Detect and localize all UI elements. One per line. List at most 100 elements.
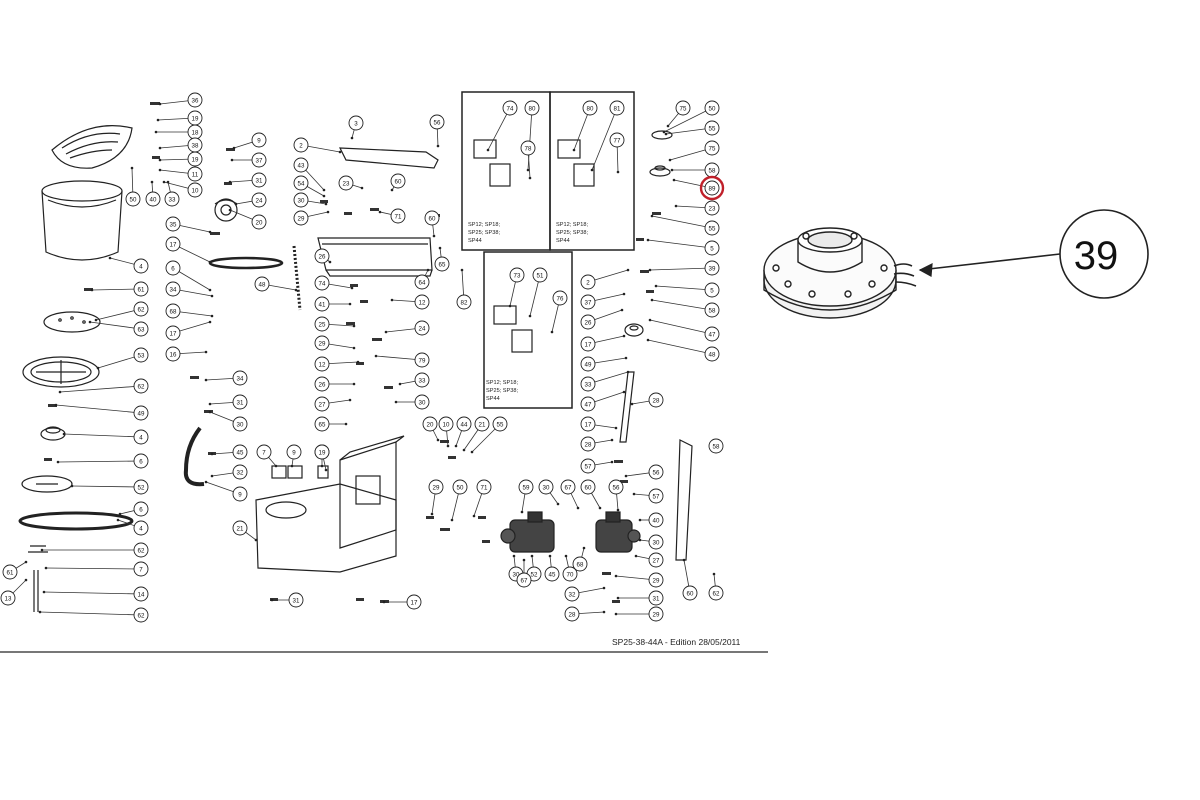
callout-circle bbox=[492, 416, 508, 432]
callout-circle bbox=[314, 296, 330, 312]
svg-text:SP44: SP44 bbox=[556, 238, 570, 244]
callout-leader-dot bbox=[470, 450, 474, 454]
callout-leader-dot bbox=[712, 572, 716, 576]
callout-circle bbox=[256, 444, 272, 460]
callout-leader-line bbox=[39, 611, 142, 616]
callout-circle bbox=[314, 316, 330, 332]
callout-leader-dot bbox=[674, 204, 678, 208]
callout-leader-dot bbox=[62, 432, 66, 436]
callout-leader-dot bbox=[234, 202, 238, 206]
callout-circle bbox=[390, 208, 406, 224]
motor-part-1 bbox=[500, 511, 555, 553]
callout-leader-dot bbox=[616, 170, 620, 174]
callout-circle bbox=[406, 594, 422, 610]
callout-leader-dot bbox=[430, 512, 434, 516]
callout-circle bbox=[456, 294, 472, 310]
callout-number: 52 bbox=[138, 484, 145, 491]
callout-circle bbox=[293, 157, 309, 173]
callout-leader-dot bbox=[294, 288, 298, 292]
callout-circle bbox=[560, 479, 576, 495]
callout-number: 3 bbox=[354, 120, 358, 127]
callout-circle bbox=[133, 321, 149, 337]
callout-number: 9 bbox=[257, 137, 261, 144]
callout-leader-line bbox=[71, 485, 142, 488]
callout-circle bbox=[293, 192, 309, 208]
callout-circle bbox=[708, 585, 724, 601]
bowl-guard-part bbox=[51, 125, 133, 169]
callout-leader-dot bbox=[654, 284, 658, 288]
callout-number: 17 bbox=[411, 599, 418, 606]
callout-circle bbox=[580, 458, 596, 474]
callout-leader-dot bbox=[590, 168, 594, 172]
callout-circle bbox=[552, 290, 568, 306]
callout-number: 47 bbox=[585, 401, 592, 408]
svg-text:SP44: SP44 bbox=[486, 396, 500, 402]
callout-leader-dot bbox=[614, 612, 618, 616]
callout-circle bbox=[187, 92, 203, 108]
callout-circle bbox=[414, 274, 430, 290]
callout-number: 81 bbox=[614, 105, 621, 112]
callout-circle bbox=[438, 416, 454, 432]
callout-circle bbox=[165, 303, 181, 319]
svg-text:SP44: SP44 bbox=[468, 238, 482, 244]
callout-leader-dot bbox=[548, 554, 552, 558]
callout-leader-dot bbox=[130, 166, 134, 170]
callout-circle bbox=[580, 436, 596, 452]
callout-leader-dot bbox=[638, 538, 642, 542]
callout-leader-dot bbox=[56, 460, 60, 464]
head-cover-part bbox=[317, 237, 433, 277]
callout-number: 37 bbox=[585, 299, 592, 306]
callout-number: 43 bbox=[298, 162, 305, 169]
callout-number: 82 bbox=[461, 299, 468, 306]
callout-number: 29 bbox=[319, 340, 326, 347]
callout-leader-dot bbox=[374, 354, 378, 358]
callout-circle bbox=[133, 607, 149, 623]
callout-leader-dot bbox=[432, 234, 436, 238]
callout-number: 68 bbox=[577, 561, 584, 568]
callout-leader-dot bbox=[556, 502, 560, 506]
callout-circle bbox=[648, 488, 664, 504]
callout-circle bbox=[648, 534, 664, 550]
column-part bbox=[619, 371, 635, 443]
callout-leader-dot bbox=[382, 600, 386, 604]
callout-number: 55 bbox=[497, 421, 504, 428]
callout-circle bbox=[286, 444, 302, 460]
callout-leader-dot bbox=[460, 268, 464, 272]
callout-number: 53 bbox=[138, 352, 145, 359]
callout-number: 2 bbox=[586, 279, 590, 286]
callout-leader-dot bbox=[582, 546, 586, 550]
callout-circle bbox=[165, 346, 181, 362]
callout-leader-dot bbox=[614, 426, 618, 430]
callout-leader-dot bbox=[162, 180, 166, 184]
callout-leader-dot bbox=[54, 403, 58, 407]
callout-leader-dot bbox=[528, 176, 532, 180]
callout-leader-dot bbox=[384, 330, 388, 334]
callout-circle bbox=[187, 166, 203, 182]
callout-circle bbox=[648, 392, 664, 408]
diagram-caption: SP25-38-44A - Edition 28/05/2011 bbox=[612, 637, 741, 647]
callout-leader-dot bbox=[96, 366, 100, 370]
callout-leader-dot bbox=[626, 370, 630, 374]
callout-circle bbox=[133, 301, 149, 317]
callout-circle bbox=[502, 100, 518, 116]
callout-leader-dot bbox=[620, 308, 624, 312]
callout-circle bbox=[232, 464, 248, 480]
callout-number: 78 bbox=[525, 145, 532, 152]
callout-leader-dot bbox=[158, 102, 162, 106]
callout-leader-dot bbox=[40, 548, 44, 552]
callout-number: 62 bbox=[138, 612, 145, 619]
callout-number: 40 bbox=[150, 196, 157, 203]
callout-circle bbox=[422, 416, 438, 432]
callout-leader-dot bbox=[94, 318, 98, 322]
svg-text:SP25; SP38;: SP25; SP38; bbox=[468, 230, 500, 236]
callout-number: 62 bbox=[138, 383, 145, 390]
callout-circle bbox=[429, 114, 445, 130]
callout-number: 17 bbox=[170, 330, 177, 337]
callout-number: 30 bbox=[543, 484, 550, 491]
callout-number: 40 bbox=[653, 517, 660, 524]
callout-number: 2 bbox=[299, 142, 303, 149]
callout-number: 51 bbox=[537, 272, 544, 279]
callout-leader-dot bbox=[632, 492, 636, 496]
callout-leader-dot bbox=[610, 460, 614, 464]
